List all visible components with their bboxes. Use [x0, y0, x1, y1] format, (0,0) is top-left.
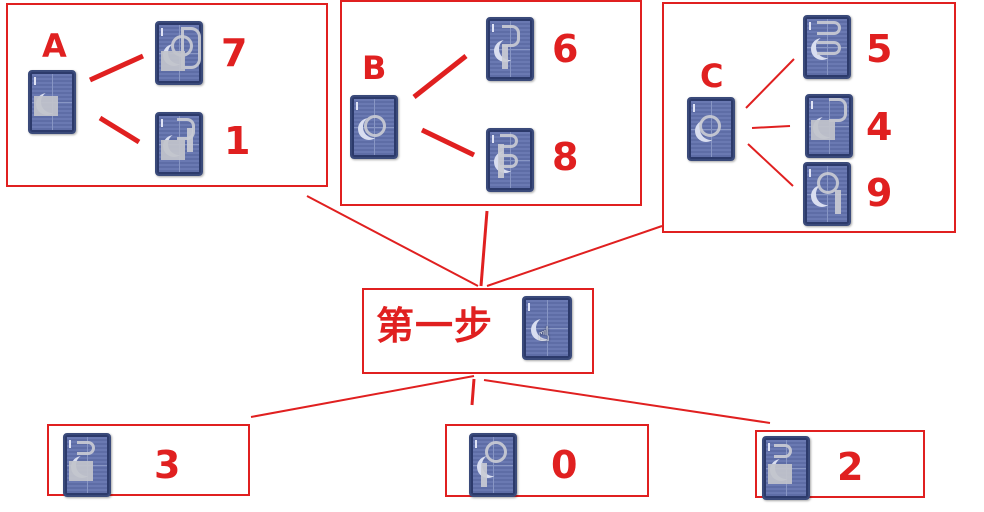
outcome-middle-card-icon: [469, 433, 517, 497]
link-step-a: [306, 195, 479, 287]
hand-pointer-icon: ☝: [538, 322, 551, 346]
branch-a-bottom: [98, 115, 141, 145]
group-b-bottom-card-icon: [486, 128, 534, 192]
group-b-card-icon: [350, 95, 398, 159]
link-step-middle: [470, 378, 476, 406]
outcome-middle-number: 0: [551, 443, 578, 487]
branch-c-middle: [751, 125, 791, 129]
group-b-top-card-icon: [486, 17, 534, 81]
group-a-bottom-number: 1: [224, 119, 251, 163]
group-c-frame: [662, 2, 956, 233]
outcome-left-card-icon: [63, 433, 111, 497]
group-b-letter: B: [362, 49, 387, 87]
group-c-top-card-icon: [803, 15, 851, 79]
branch-c-top: [745, 58, 795, 109]
outcome-right-card-icon: [762, 436, 810, 500]
group-a-top-card-icon: [155, 21, 203, 85]
outcome-right-frame: [755, 430, 925, 498]
outcome-right-number: 2: [837, 445, 864, 489]
group-c-top-number: 5: [866, 27, 893, 71]
outcome-left-number: 3: [154, 443, 181, 487]
group-c-middle-card-icon: [805, 94, 853, 158]
link-step-b: [479, 210, 489, 287]
group-a-bottom-card-icon: [155, 112, 203, 176]
step-card-icon[interactable]: ☝: [522, 296, 572, 360]
group-b-bottom-number: 8: [552, 135, 579, 179]
link-step-right: [483, 379, 771, 424]
branch-b-bottom: [420, 127, 476, 158]
step-label: 第一步: [376, 304, 494, 348]
branch-c-bottom: [747, 143, 794, 187]
group-a-letter: A: [42, 27, 67, 65]
group-c-letter: C: [700, 57, 724, 95]
group-c-card-icon: [687, 97, 735, 161]
link-step-left: [250, 375, 475, 418]
group-a-top-number: 7: [221, 31, 248, 75]
group-c-middle-number: 4: [866, 105, 893, 149]
group-a-card-icon: [28, 70, 76, 134]
link-step-c: [486, 225, 663, 287]
group-a-frame: [6, 3, 328, 187]
group-b-frame: [340, 0, 642, 206]
outcome-left-frame: [47, 424, 250, 496]
branch-b-top: [412, 54, 468, 99]
outcome-middle-frame: [445, 424, 649, 497]
group-b-top-number: 6: [552, 27, 579, 71]
group-c-bottom-card-icon: [803, 162, 851, 226]
step-frame: [362, 288, 594, 374]
branch-a-top: [88, 53, 145, 83]
group-c-bottom-number: 9: [866, 171, 893, 215]
